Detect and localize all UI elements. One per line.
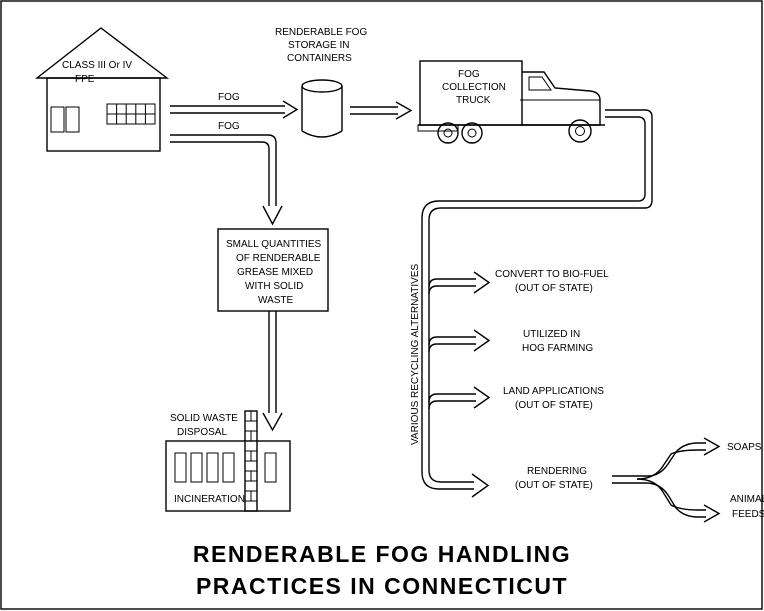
bio-fuel-line1: CONVERT TO BIO-FUEL [495, 269, 609, 280]
truck-icon [418, 61, 605, 143]
small-quantities-line5: WASTE [258, 295, 294, 306]
land-line2: (OUT OF STATE) [515, 400, 593, 411]
disposal-label-line1: SOLID WASTE [170, 413, 238, 424]
incineration-label: INCINERATION [174, 494, 245, 505]
recycling-flow-path [422, 110, 652, 497]
rendering-line2: (OUT OF STATE) [515, 480, 593, 491]
small-quantities-line2: OF RENDERABLE [236, 253, 321, 264]
animal-feeds-line1: ANIMAL [730, 494, 764, 505]
hog-line2: HOG FARMING [522, 343, 593, 354]
building-icon [37, 28, 167, 151]
storage-to-truck-arrow [350, 102, 411, 119]
hog-line1: UTILIZED IN [523, 329, 580, 340]
to-disposal-arrow [263, 311, 282, 430]
truck-label-line3: TRUCK [456, 95, 491, 106]
truck-label-line1: FOG [458, 69, 480, 80]
fog-to-storage-arrow [170, 101, 297, 118]
storage-label-line1: RENDERABLE FOG [275, 27, 367, 38]
animal-feeds-line2: FEEDS [732, 509, 764, 520]
fog-upper-label: FOG [218, 92, 240, 103]
disposal-label-line2: DISPOSAL [177, 427, 227, 438]
recycling-vertical-label: VARIOUS RECYCLING ALTERNATIVES [410, 264, 421, 445]
small-quantities-line4: WITH SOLID [245, 281, 303, 292]
building-label-line1: CLASS III Or IV [62, 60, 132, 71]
small-quantities-line3: GREASE MIXED [237, 267, 313, 278]
storage-container-icon [302, 80, 342, 137]
truck-label-line2: COLLECTION [442, 82, 506, 93]
bio-fuel-line2: (OUT OF STATE) [515, 283, 593, 294]
storage-label-line2: STORAGE IN [288, 40, 350, 51]
rendering-line1: RENDERING [527, 466, 587, 477]
rendering-fork-arrows [612, 438, 719, 522]
storage-label-line3: CONTAINERS [287, 53, 352, 64]
small-quantities-line1: SMALL QUANTITIES [226, 239, 322, 250]
title-line1: RENDERABLE FOG HANDLING [193, 541, 571, 567]
building-label-line2: FPE [75, 74, 95, 85]
land-line1: LAND APPLICATIONS [503, 386, 604, 397]
soaps-label: SOAPS [727, 442, 762, 453]
fog-lower-label: FOG [218, 121, 240, 132]
fog-to-landfill-arrow [170, 135, 282, 224]
title-line2: PRACTICES IN CONNECTICUT [196, 573, 568, 599]
